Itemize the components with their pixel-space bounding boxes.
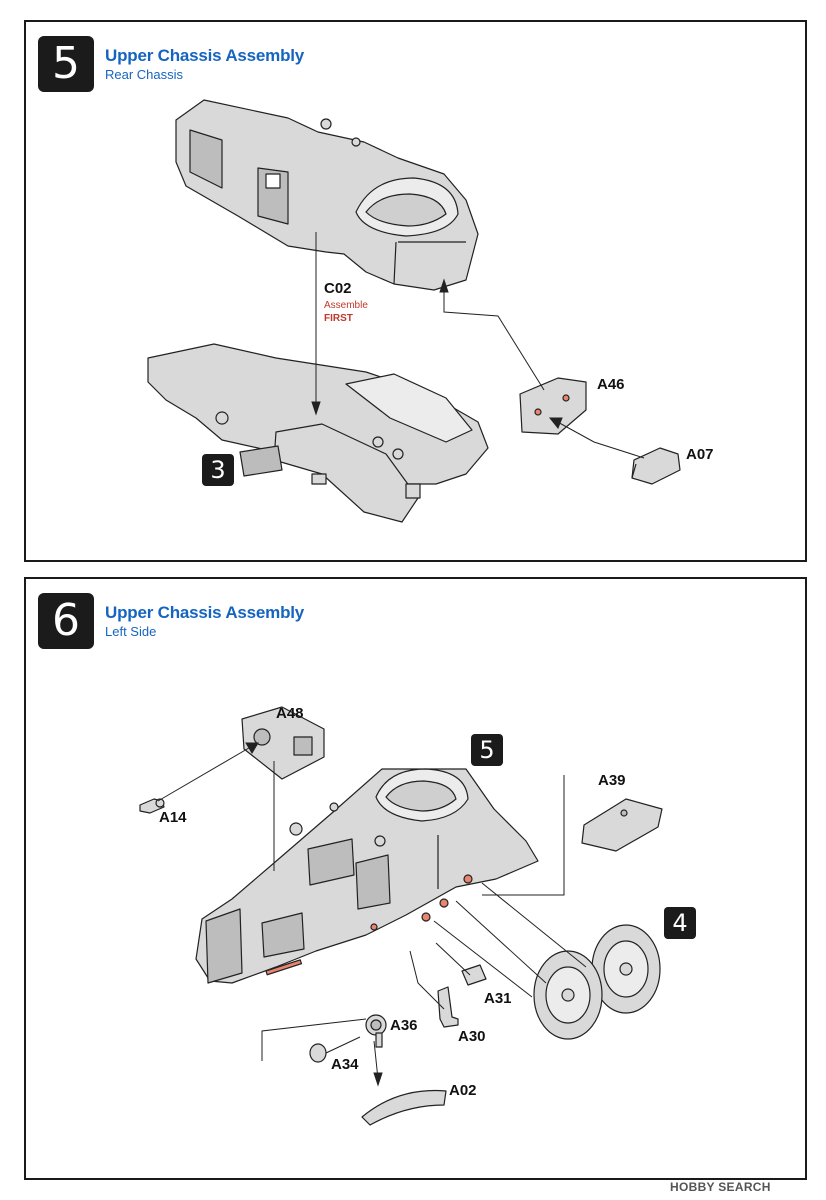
part-label-a48: A48: [276, 705, 304, 722]
part-label-a07: A07: [686, 446, 714, 463]
watermark: HOBBY SEARCH: [670, 1180, 771, 1194]
part-label-a02: A02: [449, 1082, 477, 1099]
ref-step-4-box: 4: [664, 907, 696, 939]
part-a48: [241, 706, 325, 780]
part-label-c02: C02: [324, 280, 352, 297]
note-first: FIRST: [324, 313, 353, 324]
step-subtitle: Left Side: [105, 624, 157, 639]
step-title: Upper Chassis Assembly: [105, 46, 305, 65]
step-6-panel: 6 Upper Chassis Assembly Left Side: [24, 577, 807, 1180]
part-label-a30: A30: [458, 1028, 486, 1045]
part-label-a46: A46: [597, 376, 625, 393]
part-label-a36: A36: [390, 1017, 418, 1034]
part-a46: [519, 377, 587, 435]
left-side-diagram: [139, 706, 663, 1126]
ref-step-5-box: 5: [471, 734, 503, 766]
part-label-a34: A34: [331, 1056, 359, 1073]
part-a07: [631, 447, 681, 485]
part-a31: [461, 964, 487, 986]
step-5-panel: 5 Upper Chassis Assembly Rear Chassis: [24, 20, 807, 562]
part-label-a31: A31: [484, 990, 512, 1007]
part-label-a14: A14: [159, 809, 187, 826]
part-label-a39: A39: [598, 772, 626, 789]
part-a30: [437, 986, 459, 1028]
wheel-set: [533, 924, 661, 1040]
step-subtitle: Rear Chassis: [105, 67, 184, 82]
part-a39: [581, 798, 663, 852]
step-title: Upper Chassis Assembly: [105, 603, 305, 622]
ref-step-3-box: 3: [202, 454, 234, 486]
note-assemble: Assemble: [324, 300, 368, 311]
part-a34: [309, 1043, 327, 1063]
rear-chassis-diagram: [147, 99, 681, 523]
step-number: 5: [38, 36, 94, 92]
part-a02: [361, 1089, 447, 1126]
lower-chassis: [147, 343, 489, 485]
step-number: 6: [38, 593, 94, 649]
